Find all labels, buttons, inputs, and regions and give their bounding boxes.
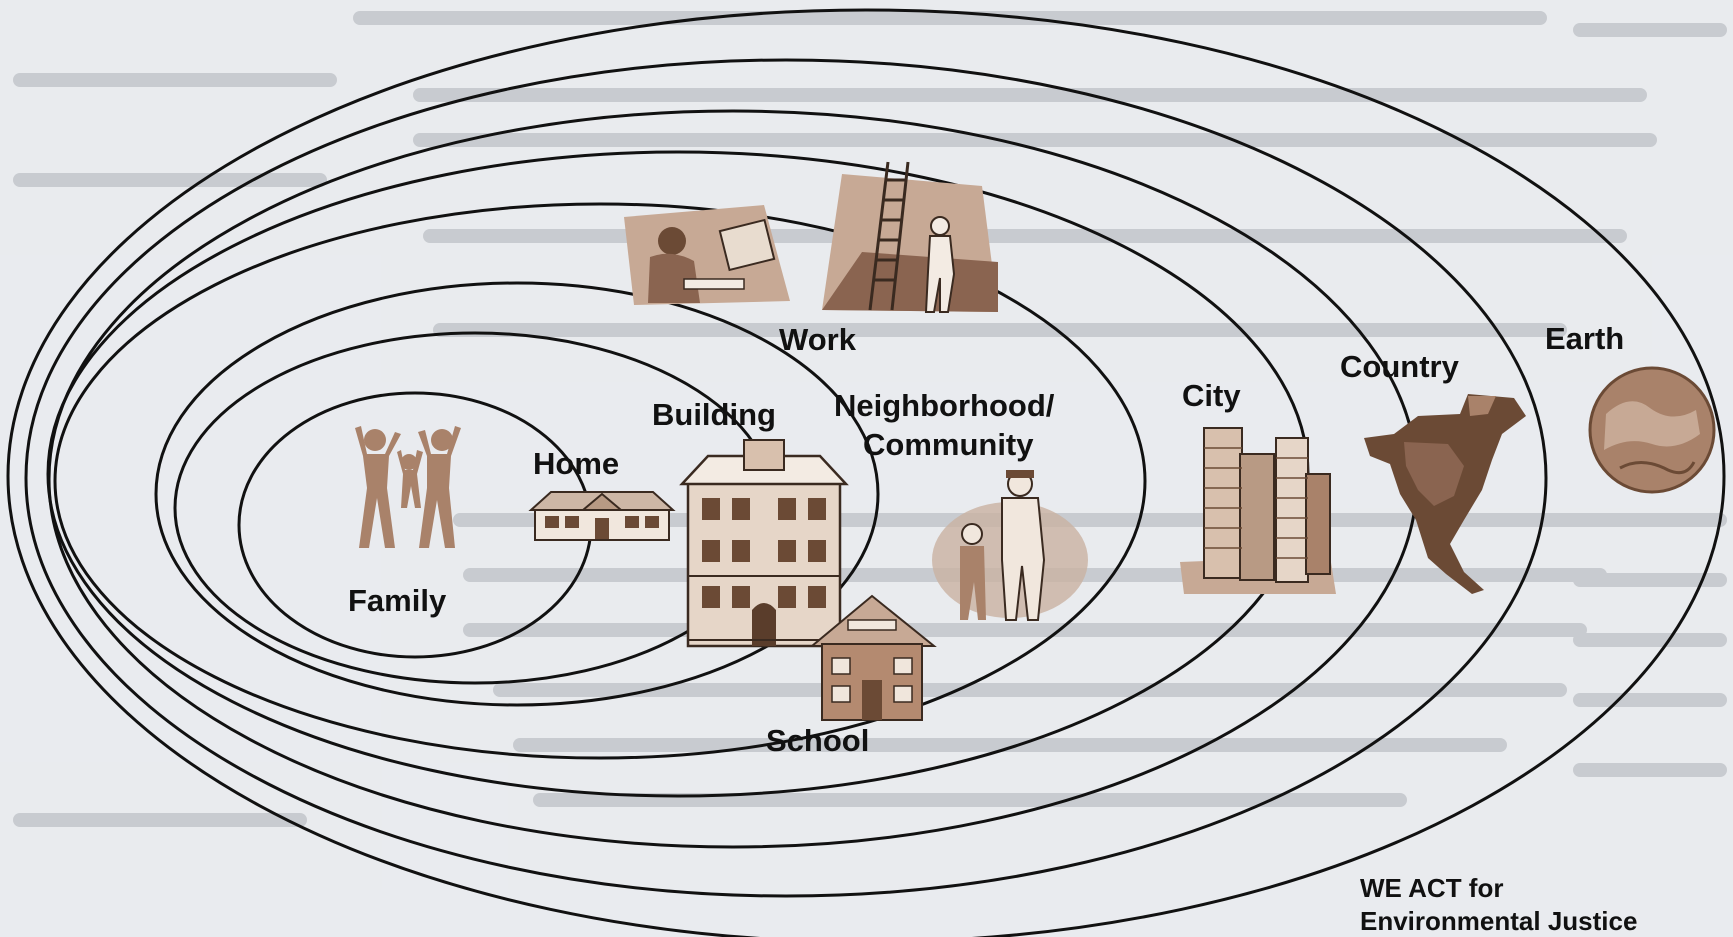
label-school: School	[766, 723, 869, 758]
ring-earth	[6, 8, 1726, 937]
family-icon	[355, 426, 461, 548]
label-work: Work	[779, 322, 857, 357]
building-icon	[679, 439, 849, 648]
ring-country	[24, 58, 1548, 898]
label-country: Country	[1340, 349, 1460, 384]
label-building: Building	[652, 397, 776, 432]
label-family: Family	[348, 583, 447, 618]
ladder-worker-icon	[822, 161, 998, 313]
ring-building	[53, 202, 1147, 760]
credit-line-1: WE ACT for	[1360, 873, 1503, 903]
label-home: Home	[533, 446, 619, 481]
school-icon	[809, 594, 937, 721]
label-community: Community	[863, 427, 1034, 462]
earth-globe-icon	[1588, 366, 1716, 494]
rings	[6, 8, 1726, 937]
house-icon	[528, 491, 676, 541]
label-city: City	[1182, 378, 1241, 413]
credit-line-2: Environmental Justice	[1360, 906, 1637, 936]
police-child-icon	[932, 470, 1088, 621]
label-neighborhood: Neighborhood/	[834, 388, 1055, 423]
label-earth: Earth	[1545, 321, 1624, 356]
city-skyline-icon	[1180, 427, 1336, 594]
north-america-map-icon	[1364, 394, 1526, 594]
office-worker-icon	[624, 205, 790, 305]
ring-home	[154, 281, 880, 707]
